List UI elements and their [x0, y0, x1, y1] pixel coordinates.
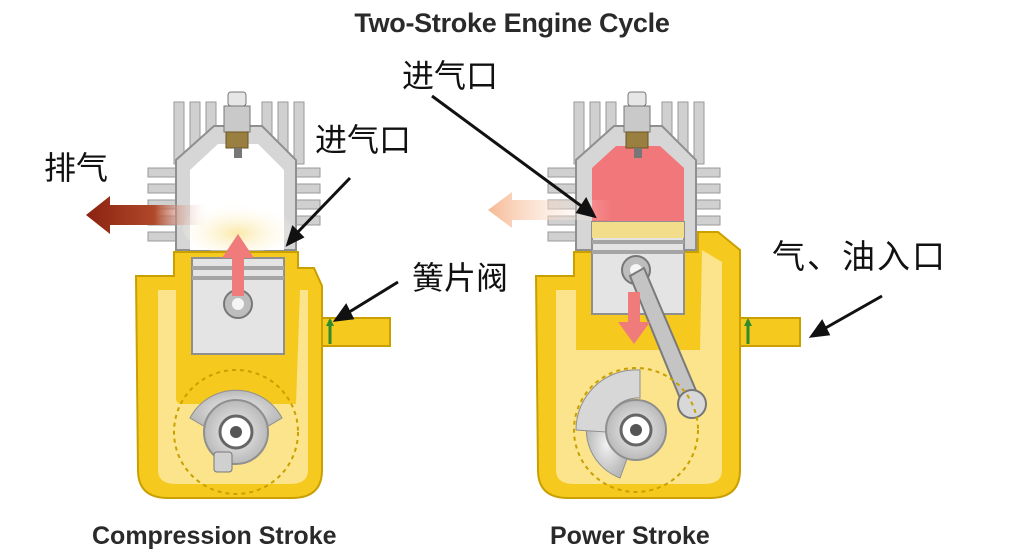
left-engine: [86, 91, 391, 499]
right-spark-plug: [623, 91, 651, 158]
label-gas-oil-inlet: 气、油入口: [772, 237, 947, 276]
left-crankshaft: [173, 369, 299, 495]
pointer-lines: [285, 94, 883, 338]
left-intake-pipe: [321, 317, 391, 347]
right-crankshaft: [573, 367, 699, 493]
label-exhaust: 排气: [44, 149, 109, 187]
caption-compression-stroke: Compression Stroke: [92, 522, 337, 550]
right-piston-down-arrow: [618, 292, 650, 344]
label-intake-port-left: 进气口: [315, 121, 412, 159]
right-piston: [591, 221, 685, 315]
diagram-title: Two-Stroke Engine Cycle: [354, 8, 670, 38]
left-exhaust-arrow: [86, 196, 210, 234]
right-combustion-chamber: [592, 146, 684, 222]
left-piston-up-arrow: [222, 234, 254, 296]
right-engine: [488, 91, 801, 499]
caption-power-stroke: Power Stroke: [550, 522, 710, 550]
label-reed-valve: 簧片阀: [412, 259, 509, 297]
label-intake-port-right: 进气口: [402, 57, 499, 95]
right-exhaust-arrow: [488, 192, 612, 228]
right-connecting-rod: [628, 266, 707, 419]
left-spark-plug: [223, 91, 251, 158]
